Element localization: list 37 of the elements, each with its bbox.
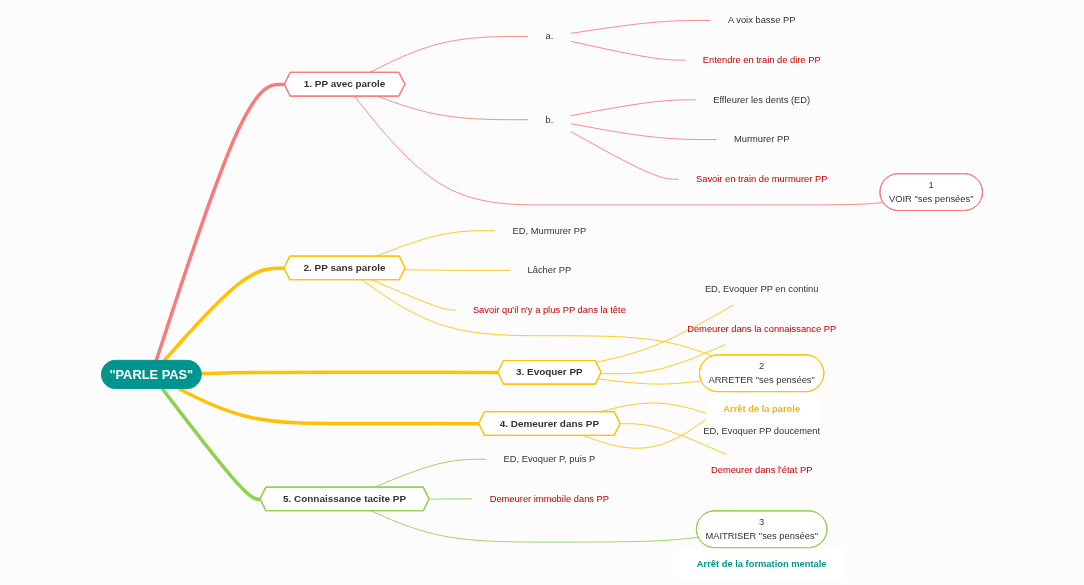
- connector: [371, 510, 699, 543]
- connector: [570, 40, 686, 61]
- connector: [597, 378, 702, 385]
- connector: [201, 370, 498, 376]
- connector: [570, 20, 711, 34]
- node-text: a.: [545, 31, 554, 42]
- connector: [595, 304, 735, 363]
- node-text: Demeurer dans la connaissance PP: [687, 323, 837, 334]
- node-text: A voix basse PP: [727, 15, 796, 26]
- node-text: Demeurer dans l'état PP: [710, 465, 813, 476]
- connector: [428, 498, 473, 500]
- connector: [619, 423, 727, 455]
- node-text: ED, Evoquer PP doucement: [703, 425, 821, 436]
- node-text: b.: [545, 114, 554, 125]
- node-text: Murmurer PP: [733, 134, 790, 145]
- node-text: Savoir en train de murmurer PP: [695, 174, 828, 184]
- connector: [570, 123, 717, 140]
- connector: [154, 82, 285, 362]
- connector: [371, 279, 456, 311]
- node-text: ED, Evoquer P, puis P: [503, 453, 596, 464]
- node-text: ED, Murmurer PP: [512, 225, 587, 236]
- node-text: Entendre en train de dire PP: [702, 54, 821, 65]
- node-text: Savoir qu'il n'y a plus PP dans la tête: [472, 304, 626, 315]
- connector: [178, 387, 479, 426]
- connector: [404, 269, 511, 271]
- node-text: Effleurer les dents (ED): [713, 94, 811, 105]
- connector: [162, 266, 285, 362]
- node-text: Demeurer immobile dans PP: [489, 493, 610, 504]
- connector: [600, 344, 726, 375]
- node-label: Arrêt de la formation mentale: [696, 559, 827, 570]
- node-text: Lâcher PP: [527, 265, 572, 276]
- connector: [160, 387, 261, 501]
- connector: [570, 99, 697, 117]
- node-text: ED, Evoquer PP en continu: [704, 283, 819, 294]
- connector: [570, 131, 679, 180]
- connector: [353, 95, 884, 206]
- node-label: Arrêt de la parole: [723, 403, 801, 414]
